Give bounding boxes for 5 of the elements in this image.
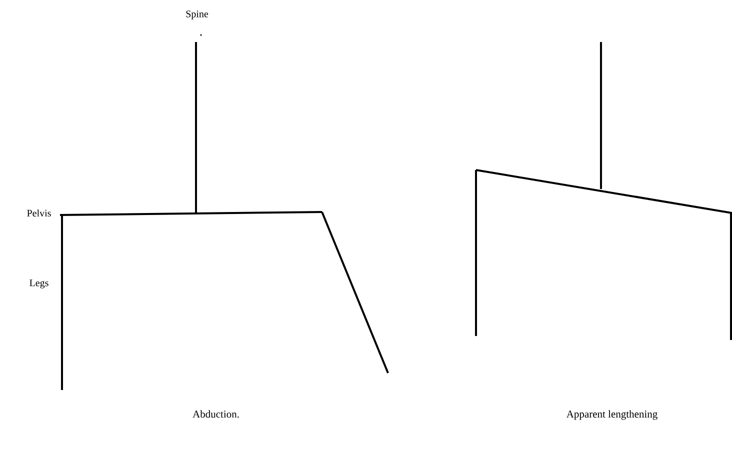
part-label: Legs (30, 280, 48, 288)
part-label: Pelvis (27, 209, 51, 216)
part-label: Spine (186, 10, 208, 20)
figure-caption: Abduction. (192, 410, 239, 418)
figure-caption: Apparent lengthening (566, 410, 658, 420)
